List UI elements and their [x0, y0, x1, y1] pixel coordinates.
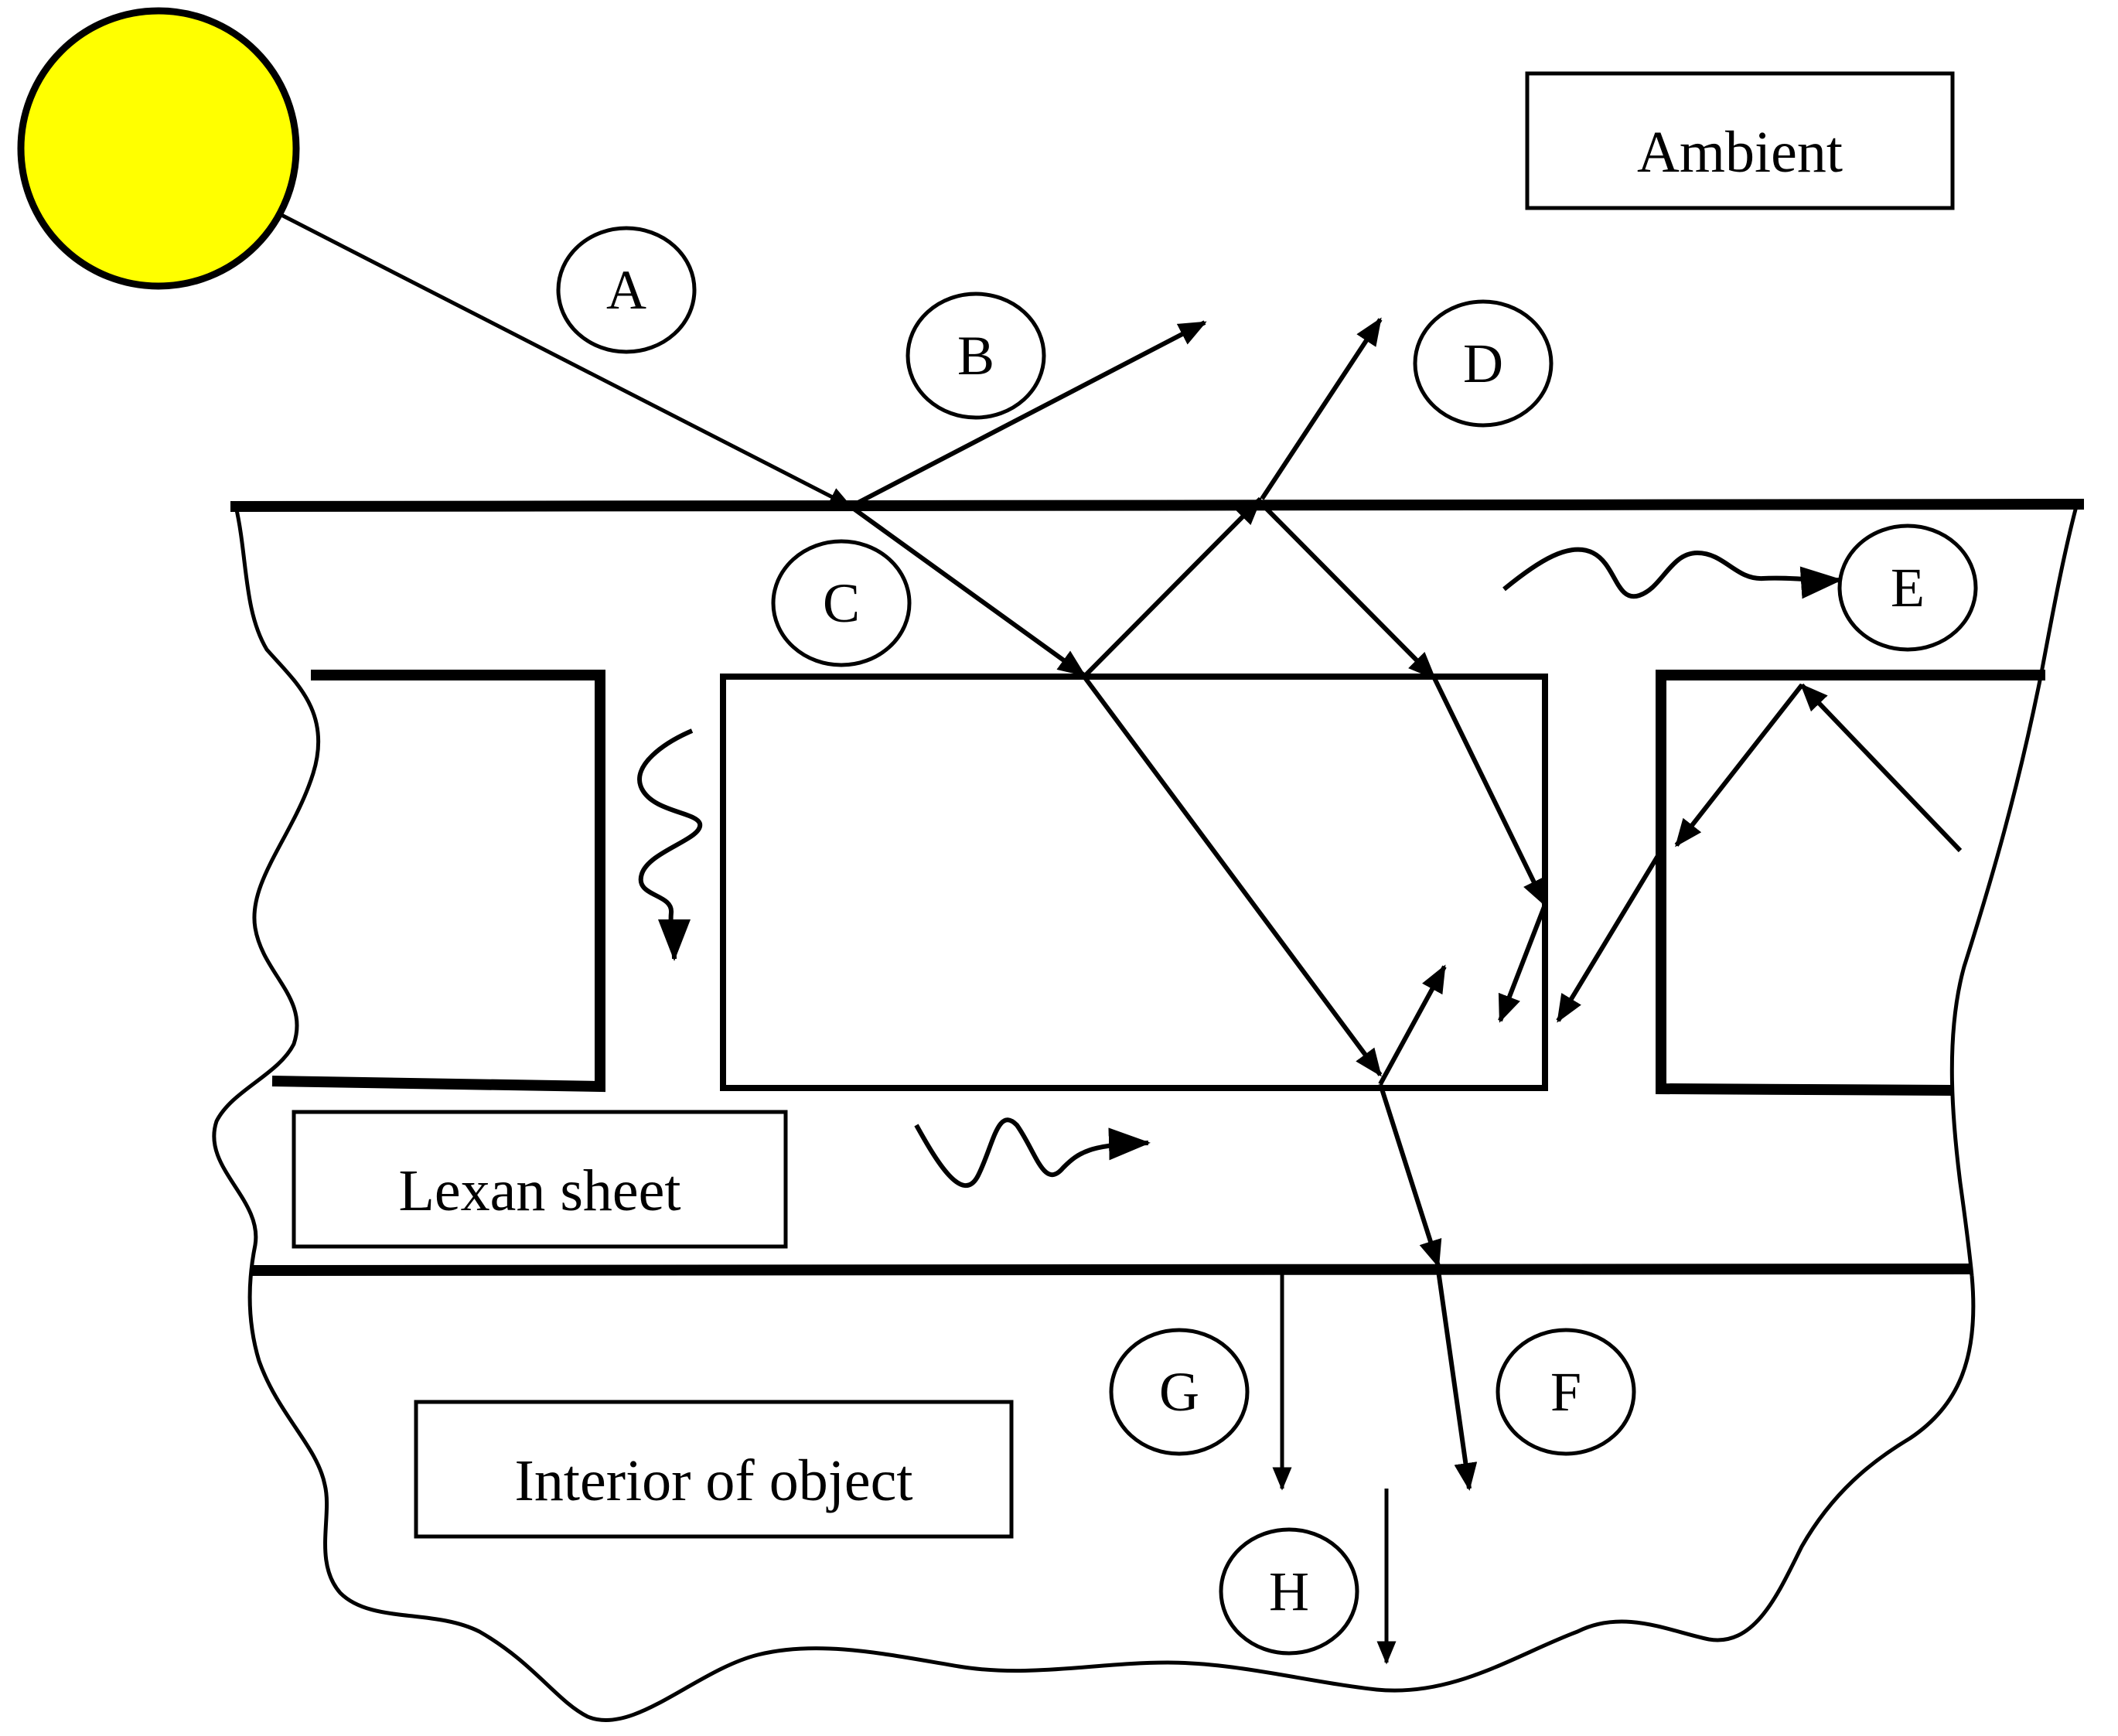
svg-text:B: B	[957, 325, 994, 387]
ray-exit-bottom	[1378, 1083, 1442, 1268]
ray-b-reflected	[849, 320, 1207, 509]
marker-g: G	[1109, 1328, 1250, 1456]
marker-d: D	[1413, 299, 1554, 428]
marker-a: A	[556, 226, 697, 354]
thermal-wave-left	[637, 728, 703, 961]
ray-through-cell-right	[1432, 677, 1547, 907]
ray-cell-right-down	[1498, 903, 1547, 1023]
ray-f-transmitted	[1436, 1270, 1478, 1491]
ray-right-reflect	[1674, 684, 1804, 848]
ambient-box	[1525, 71, 1955, 210]
lexan-label: Lexan sheet	[398, 1158, 680, 1223]
marker-f: F	[1496, 1328, 1636, 1456]
ray-internal-reflect	[1260, 502, 1437, 680]
svg-text:D: D	[1463, 333, 1503, 394]
object-right-wall	[1949, 506, 2079, 1277]
ray-right-in	[1799, 683, 1963, 853]
sun-icon	[17, 7, 300, 290]
svg-text:E: E	[1891, 557, 1925, 619]
ray-cell-bottom-reflect	[1378, 964, 1447, 1086]
ray-c-refracted	[849, 504, 1086, 677]
thermal-wave-center	[914, 1117, 1151, 1189]
ray-cell-to-surface	[1082, 496, 1263, 679]
right-cell	[1656, 670, 2045, 1096]
left-cell	[271, 670, 605, 1093]
svg-text:A: A	[606, 259, 646, 321]
marker-e: E	[1837, 524, 1978, 652]
center-cell	[720, 674, 1548, 1091]
interior-box	[414, 1400, 1014, 1539]
lexan-top-surface	[230, 499, 2085, 512]
object-left-wall	[212, 506, 1976, 1723]
marker-h: H	[1219, 1527, 1359, 1656]
svg-text:G: G	[1159, 1361, 1199, 1423]
ray-d-escape	[1260, 317, 1383, 500]
thermal-wave-e	[1502, 547, 1843, 599]
lexan-box	[292, 1110, 788, 1249]
lexan-bottom-surface	[251, 1264, 1973, 1276]
svg-text:F: F	[1550, 1361, 1581, 1423]
svg-text:H: H	[1269, 1560, 1309, 1622]
svg-text:C: C	[823, 572, 860, 634]
marker-b: B	[906, 292, 1046, 420]
interior-label: Interior of object	[515, 1448, 913, 1513]
ambient-label: Ambient	[1637, 120, 1843, 185]
ray-cell-diagonal	[1082, 675, 1383, 1077]
marker-c: C	[771, 539, 912, 667]
ray-right-out	[1556, 849, 1663, 1023]
ray-a-incident	[278, 212, 853, 509]
